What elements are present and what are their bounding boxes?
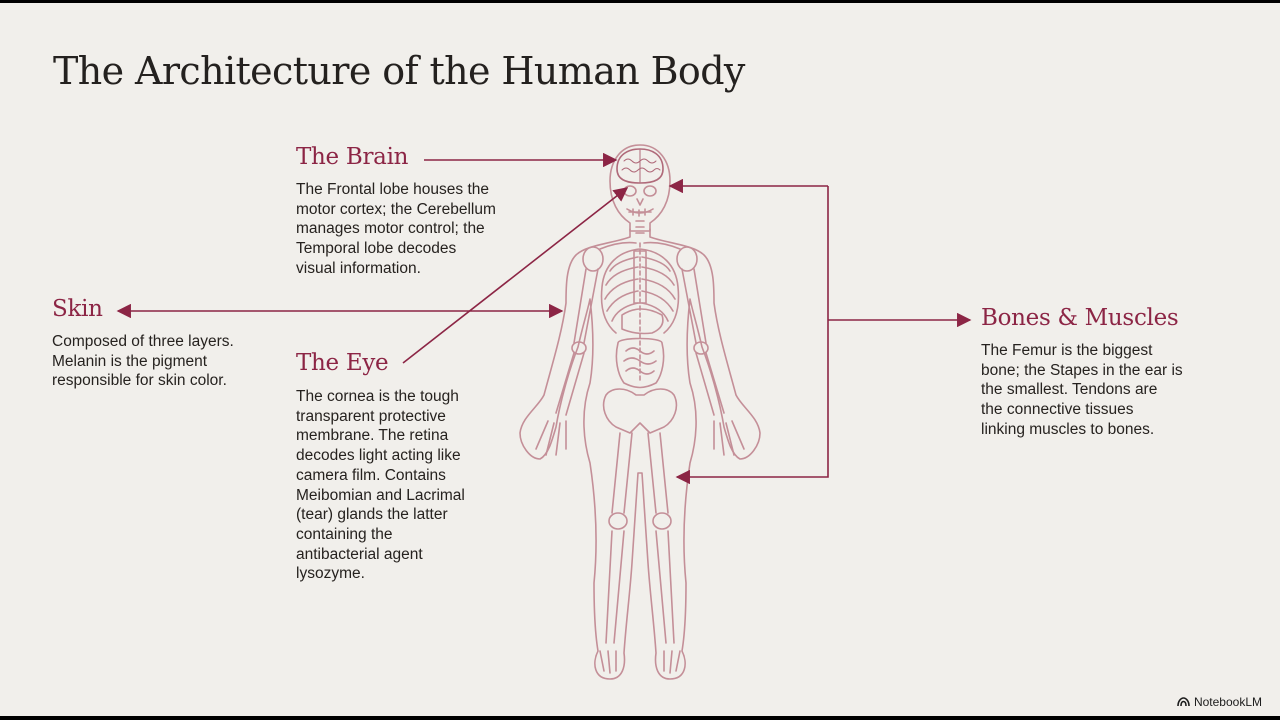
notebooklm-logo-icon xyxy=(1177,697,1190,707)
anatomy-diagram xyxy=(116,144,972,680)
connector-arrows xyxy=(116,152,972,485)
brain-description: The Frontal lobe houses the motor cortex… xyxy=(296,181,496,277)
eye-description: The cornea is the tough transparent prot… xyxy=(296,388,465,583)
bones-muscles-description: The Femur is the biggest bone; the Stape… xyxy=(981,342,1183,438)
human-body-figure xyxy=(519,144,761,680)
bones-muscles-heading: Bones & Muscles xyxy=(981,305,1179,331)
bones-muscles-bracket-bottom xyxy=(675,186,829,485)
slide: The Architecture of the Human Body xyxy=(0,3,1280,716)
eye-heading: The Eye xyxy=(296,350,389,376)
skin-heading: Skin xyxy=(52,296,103,322)
brain-shape xyxy=(616,148,664,184)
skin-description: Composed of three layers. Melanin is the… xyxy=(52,333,234,390)
notebooklm-watermark: NotebookLM xyxy=(1177,695,1262,709)
body-outline xyxy=(519,228,761,680)
eye-arrow xyxy=(402,187,629,364)
ribcage xyxy=(600,248,680,334)
slide-title: The Architecture of the Human Body xyxy=(53,49,745,93)
pelvis xyxy=(602,388,678,434)
brand-name: NotebookLM xyxy=(1193,695,1262,709)
brain-heading: The Brain xyxy=(296,144,409,170)
head-outline xyxy=(609,144,671,232)
